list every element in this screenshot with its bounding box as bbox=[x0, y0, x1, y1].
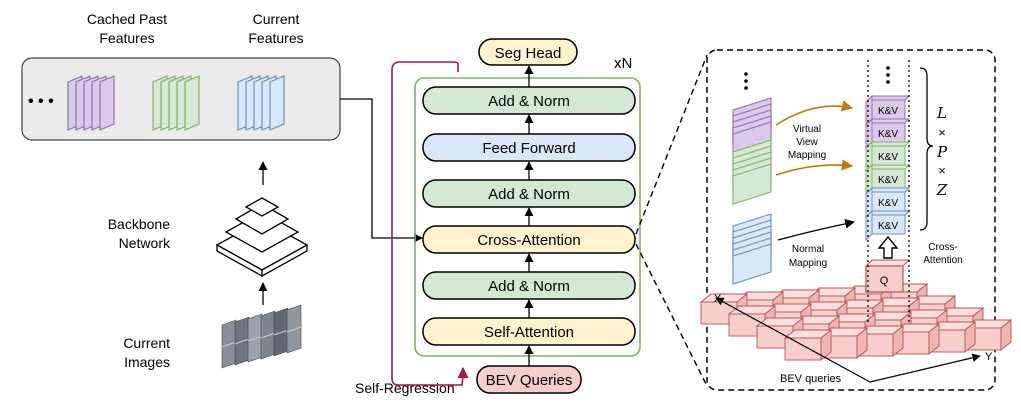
add-norm-2-label: Add & Norm bbox=[488, 186, 570, 203]
self-regression-label: Self-Regression bbox=[355, 380, 455, 396]
virtual-mapping-label-1: Virtual bbox=[793, 124, 821, 135]
virtual-mapping-label-3: Mapping bbox=[788, 150, 826, 161]
detail-feature-map-green bbox=[732, 163, 772, 205]
images-label-2: Images bbox=[124, 354, 170, 370]
lpz-l: L bbox=[936, 104, 947, 122]
bev-cell-side bbox=[820, 329, 832, 361]
lpz-z: Z bbox=[936, 181, 948, 199]
self-attention-label: Self-Attention bbox=[484, 324, 574, 341]
zoom-line-bottom bbox=[635, 243, 708, 387]
kv-cell-label: K&V bbox=[878, 175, 898, 186]
repeat-label: xN bbox=[614, 55, 632, 72]
kv-cell-label: K&V bbox=[878, 152, 898, 163]
query-cell-label: Q bbox=[880, 275, 889, 287]
lpz-times-1: × bbox=[938, 125, 946, 140]
detail-feature-maps bbox=[732, 97, 772, 285]
self-regression-arrow bbox=[391, 61, 469, 386]
features-ellipsis: • • • bbox=[28, 93, 54, 110]
normal-mapping-label-2: Mapping bbox=[789, 258, 827, 269]
add-norm-1-label: Add & Norm bbox=[488, 93, 570, 110]
feature-map-green bbox=[184, 75, 200, 131]
cross-attention-detail-label-2: Attention bbox=[923, 255, 962, 266]
current-images-thumbnails bbox=[221, 304, 302, 369]
pillar-ellipsis bbox=[886, 66, 890, 84]
transformer-block-container bbox=[414, 77, 641, 357]
camera-image-detail bbox=[273, 329, 289, 336]
axis-y-label: Y bbox=[985, 351, 993, 363]
axis-x-arrow bbox=[715, 297, 871, 383]
detail-ellipsis bbox=[744, 72, 748, 90]
cached-features-label-2: Features bbox=[99, 30, 154, 46]
kv-cell bbox=[871, 214, 906, 235]
backbone-pyramid-icon bbox=[215, 197, 309, 278]
cross-attention-label: Cross-Attention bbox=[477, 232, 580, 249]
query-up-arrow-icon bbox=[877, 235, 899, 259]
bev-cell-side bbox=[1000, 319, 1012, 351]
virtual-mapping-arrow-1 bbox=[775, 100, 854, 126]
bev-queries-label: BEV Queries bbox=[486, 372, 573, 389]
backbone-label-1: Backbone bbox=[108, 216, 170, 232]
cross-attention-detail-label-1: Cross- bbox=[928, 242, 957, 253]
kv-cell-label: K&V bbox=[878, 221, 898, 232]
normal-mapping-arrow bbox=[777, 218, 855, 241]
feature-map-purple bbox=[99, 75, 115, 131]
feed-forward-label: Feed Forward bbox=[482, 140, 575, 157]
seg-head-box bbox=[478, 38, 578, 66]
axis-x-label: X bbox=[714, 293, 722, 305]
bev-cell-side bbox=[892, 325, 904, 357]
backbone-label-2: Network bbox=[119, 235, 171, 251]
virtual-mapping-arrow-2 bbox=[775, 159, 854, 176]
bev-cell bbox=[784, 337, 822, 361]
camera-image-detail bbox=[247, 335, 263, 342]
seg-head-label: Seg Head bbox=[495, 45, 562, 62]
camera-image-detail bbox=[234, 338, 250, 345]
feature-map-stacks bbox=[67, 75, 285, 131]
transformer-arrows bbox=[524, 65, 534, 366]
camera-image-detail bbox=[260, 332, 276, 339]
bev-cell-side bbox=[964, 321, 976, 353]
feature-map-blue bbox=[269, 75, 285, 131]
camera-image-detail bbox=[286, 326, 302, 333]
kv-cell-label: K&V bbox=[878, 106, 898, 117]
bev-queries-box bbox=[476, 365, 582, 394]
lpz-times-2: × bbox=[938, 163, 946, 178]
images-label-1: Current bbox=[123, 335, 170, 351]
add-norm-3-label: Add & Norm bbox=[488, 278, 570, 295]
bev-queries-axis-label: BEV queries bbox=[780, 373, 842, 385]
cached-features-label-1: Cached Past bbox=[87, 11, 167, 27]
bev-cell-side bbox=[856, 327, 868, 359]
kv-pillar: K&V K&V K&V K&V K&V K&V Q bbox=[864, 94, 911, 293]
kv-cell-label: K&V bbox=[878, 198, 898, 209]
lpz-brace bbox=[919, 67, 934, 231]
virtual-mapping-label-2: View bbox=[796, 137, 818, 148]
bev-cell-side bbox=[928, 323, 940, 355]
detail-feature-map-blue bbox=[732, 243, 772, 285]
current-features-label-1: Current bbox=[253, 11, 300, 27]
lpz-p: P bbox=[936, 143, 948, 161]
query-cell-top bbox=[864, 259, 911, 267]
camera-image-detail bbox=[221, 341, 237, 348]
normal-mapping-label-1: Normal bbox=[792, 244, 824, 255]
query-cell bbox=[865, 265, 904, 293]
features-to-cross-attention-arrow bbox=[340, 98, 423, 243]
current-features-label-2: Features bbox=[248, 30, 303, 46]
zoom-line-top bbox=[635, 54, 708, 235]
kv-cell-label: K&V bbox=[878, 129, 898, 140]
axis-y-arrow bbox=[869, 353, 981, 383]
